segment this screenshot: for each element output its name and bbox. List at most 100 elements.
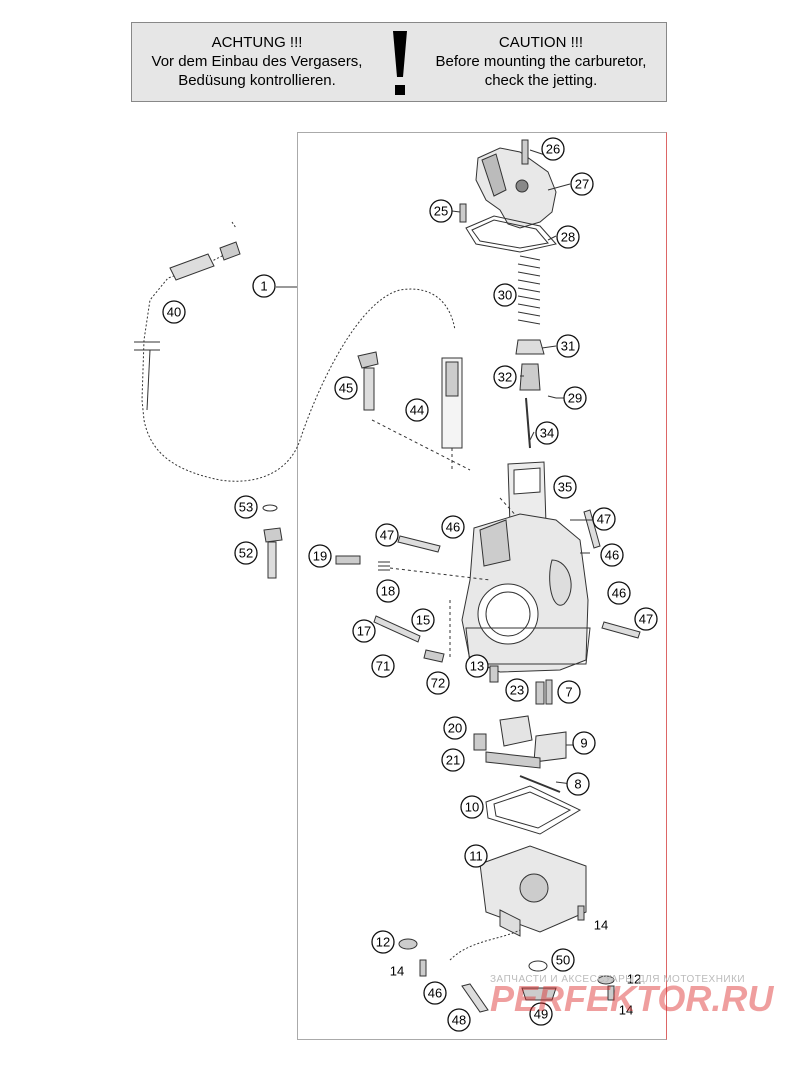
callout-45: 45 (334, 376, 358, 400)
callout-circle (566, 772, 590, 796)
callout-52: 52 (234, 541, 258, 565)
callout-number: 34 (540, 426, 554, 441)
callout-50: 50 (551, 948, 575, 972)
warning-en-title: CAUTION !!! (498, 34, 584, 51)
callout-circle (162, 300, 186, 324)
callout-31: 31 (556, 334, 580, 358)
callout-20: 20 (443, 716, 467, 740)
callout-35: 35 (553, 475, 577, 499)
callout-circle (376, 579, 400, 603)
watermark-tagline: ЗАПЧАСТИ И АКСЕССУАРЫ ДЛЯ МОТОТЕХНИКИ (490, 974, 746, 985)
callout-circle (572, 731, 596, 755)
diagram-frame (297, 132, 667, 1040)
callout-9: 9 (572, 731, 596, 755)
callout-circle (371, 654, 395, 678)
callout-circle (493, 283, 517, 307)
callout-circle (308, 544, 332, 568)
callout-circle (375, 523, 399, 547)
callout-26: 26 (541, 137, 565, 161)
callout-number: 21 (446, 753, 460, 768)
warning-box: ACHTUNG !!! Vor dem Einbau des Vergasers… (131, 22, 667, 102)
callout-number: 29 (568, 391, 582, 406)
callout-number: 26 (546, 142, 560, 157)
callout-number: 48 (452, 1013, 466, 1028)
callout-number: 13 (470, 659, 484, 674)
callout-number: 47 (597, 512, 611, 527)
callout-18: 18 (376, 579, 400, 603)
callout-number: 19 (313, 549, 327, 564)
callout-circle (443, 716, 467, 740)
callout-number: 30 (498, 288, 512, 303)
callout-circle (553, 475, 577, 499)
callout-number: 25 (434, 204, 448, 219)
callout-15: 15 (411, 608, 435, 632)
callout-circle (352, 619, 376, 643)
callout-circle (464, 844, 488, 868)
callout-number: 10 (465, 800, 479, 815)
callout-49: 49 (529, 1002, 553, 1026)
callout-circle (634, 607, 658, 631)
callout-circle (429, 199, 453, 223)
callout-47a: 47 (375, 523, 399, 547)
callout-circle (493, 365, 517, 389)
callout-13: 13 (465, 654, 489, 678)
callout-number: 23 (510, 683, 524, 698)
callout-number: 15 (416, 613, 430, 628)
callout-number: 11 (469, 849, 483, 864)
callout-circle (441, 515, 465, 539)
callout-number: 27 (575, 177, 589, 192)
callout-circle (592, 507, 616, 531)
callout-53: 53 (234, 495, 258, 519)
callout-7: 7 (557, 680, 581, 704)
callout-40: 40 (162, 300, 186, 324)
callout-number: 7 (565, 685, 572, 700)
callout-number: 44 (410, 403, 424, 418)
warning-de-line2: Bedüsung kontrollieren. (178, 72, 336, 89)
callout-number: 49 (534, 1007, 548, 1022)
callout-46b: 46 (600, 543, 624, 567)
callout-number: 53 (239, 500, 253, 515)
callout-8: 8 (566, 772, 590, 796)
part-label-14c: 14 (619, 1003, 633, 1018)
callout-number: 28 (561, 230, 575, 245)
callout-number: 40 (167, 305, 181, 320)
callout-number: 31 (561, 339, 575, 354)
callout-number: 47 (639, 612, 653, 627)
callout-23: 23 (505, 678, 529, 702)
callout-circle (551, 948, 575, 972)
callout-number: 1 (260, 279, 267, 294)
callout-circle (405, 398, 429, 422)
callout-25: 25 (429, 199, 453, 223)
callout-number: 46 (612, 586, 626, 601)
callout-circle (465, 654, 489, 678)
callout-47b: 47 (592, 507, 616, 531)
callout-circle (252, 274, 276, 298)
callout-32: 32 (493, 365, 517, 389)
warning-de-line1: Vor dem Einbau des Vergasers, (151, 53, 363, 70)
callout-number: 8 (574, 777, 581, 792)
callout-circle (423, 981, 447, 1005)
callout-number: 46 (605, 548, 619, 563)
callout-circle (234, 541, 258, 565)
callout-number: 20 (448, 721, 462, 736)
callout-circle (411, 608, 435, 632)
warning-english: CAUTION !!! Before mounting the carburet… (416, 33, 666, 90)
callout-1: 1 (252, 274, 276, 298)
callout-number: 9 (580, 736, 587, 751)
watermark-brand: PERFEKTOR.RU (490, 978, 774, 1019)
callout-circle (447, 1008, 471, 1032)
callout-12a: 12 (371, 930, 395, 954)
callout-34: 34 (535, 421, 559, 445)
exclamation-icon (393, 31, 407, 95)
callout-circle (556, 225, 580, 249)
callout-circle (441, 748, 465, 772)
callout-47c: 47 (634, 607, 658, 631)
callout-number: 50 (556, 953, 570, 968)
callout-30: 30 (493, 283, 517, 307)
callout-44: 44 (405, 398, 429, 422)
callout-72: 72 (426, 671, 450, 695)
callout-number: 52 (239, 546, 253, 561)
callout-71: 71 (371, 654, 395, 678)
callout-circle (541, 137, 565, 161)
